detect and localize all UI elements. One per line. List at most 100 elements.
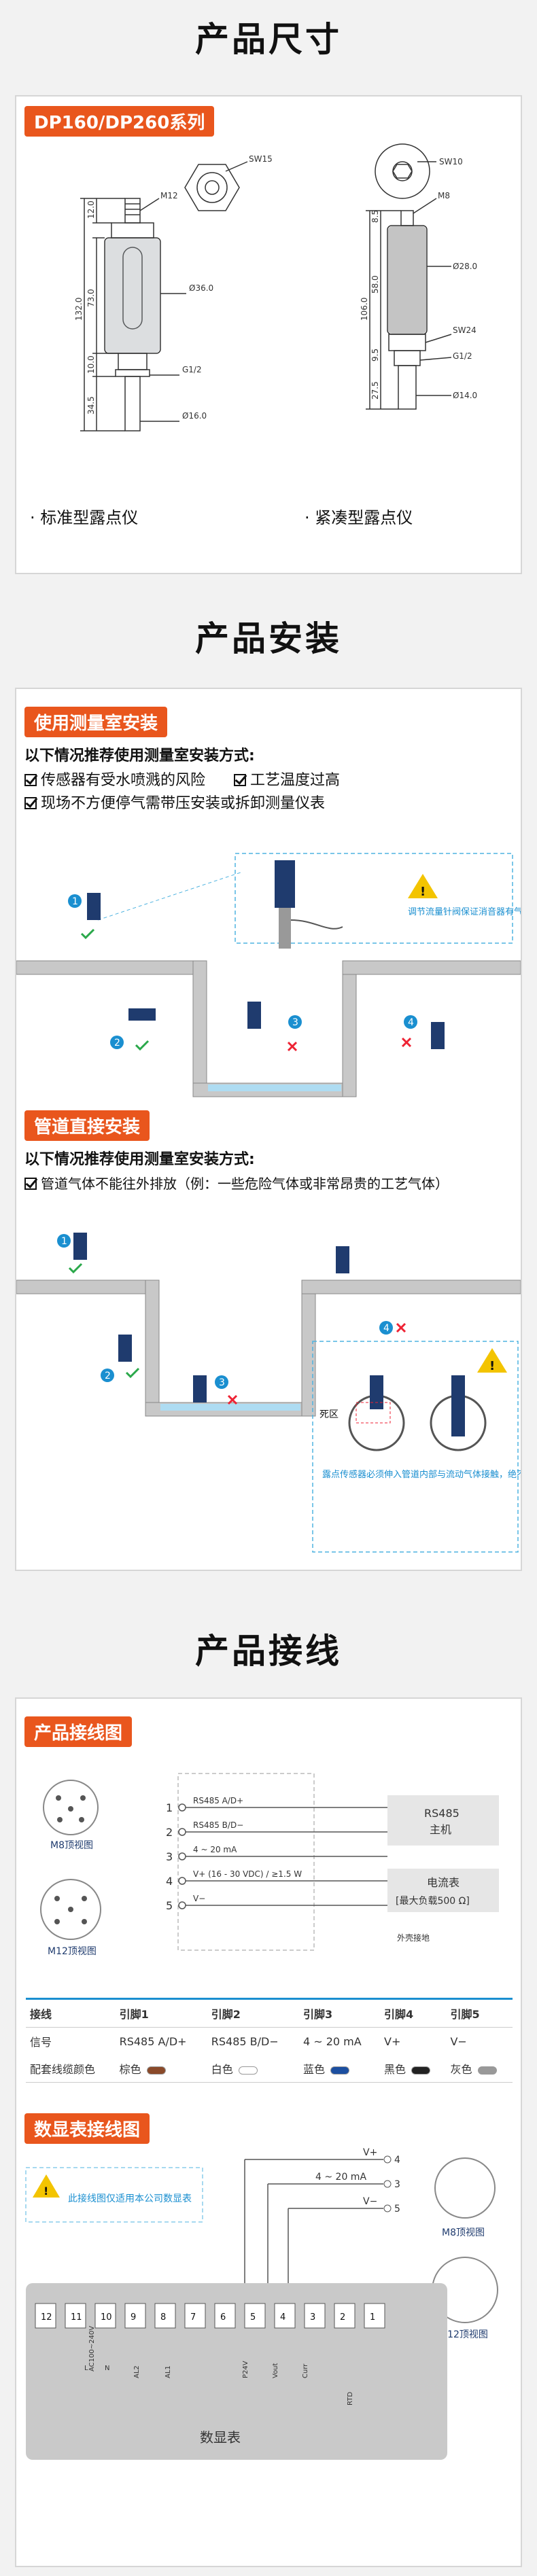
terminal-8 (154, 2303, 176, 2329)
cmp-thread-label: M8 (438, 191, 450, 200)
t-n: N (105, 2365, 109, 2372)
t-l: L (84, 2365, 88, 2372)
box-rs485: RS485 (424, 1807, 460, 1820)
terminal-10 (94, 2303, 116, 2329)
cmp-sw2-label: SW24 (453, 325, 477, 335)
cmp-h2-label: 58.0 (370, 275, 380, 294)
num-p3: 3 (219, 1377, 225, 1388)
num-1: 1 (72, 896, 78, 907)
meter-diagram: ! 此接线图仅适用本公司数显表 V+ 4 ~ 20 mA V− 435 M8顶视… (25, 2147, 498, 2460)
terminal-num-4: 4 (280, 2312, 285, 2323)
sig-2: RS485 B/D− (211, 2034, 279, 2048)
meter-note: 此接线图仅适用本公司数显表 (68, 2193, 192, 2204)
wire-label-3: 4 ~ 20 mA (193, 1845, 237, 1854)
m12-label: M12顶视图 (48, 1946, 97, 1957)
terminal-12 (35, 2303, 56, 2329)
wire-n-4: 4 (166, 1875, 173, 1888)
install-intro-1: 以下情况推荐使用测量室安装方式: (24, 747, 255, 764)
terminal-5 (244, 2303, 266, 2329)
install-card: 使用测量室安装 以下情况推荐使用测量室安装方式: 传感器有受水喷溅的风险 工艺温… (15, 688, 522, 1571)
size-card: DP160/DP260系列 (15, 95, 522, 574)
th-4: 引脚4 (384, 2008, 414, 2021)
wire-n-1: 1 (166, 1801, 173, 1814)
std-d2-label: Ø16.0 (182, 411, 207, 421)
terminal-num-9: 9 (131, 2312, 136, 2323)
cond-1: 传感器有受水喷溅的风险 (24, 768, 205, 790)
ground-label: 外壳接地 (397, 1933, 430, 1943)
num-2: 2 (114, 1038, 120, 1048)
terminal-num-12: 12 (41, 2312, 52, 2323)
terminal-num-7: 7 (190, 2312, 196, 2323)
terminal-4 (274, 2303, 296, 2329)
section-title-wiring: 产品接线 (195, 1631, 342, 1671)
wire-n-5: 5 (166, 1899, 173, 1912)
cmp-sw-label: SW10 (439, 157, 463, 166)
cmp-d2-label: Ø14.0 (453, 391, 477, 400)
svg-text:5: 5 (394, 2204, 400, 2215)
color-dot-3 (330, 2066, 349, 2075)
terminal-num-5: 5 (250, 2312, 256, 2323)
col-5: 灰色 (450, 2063, 472, 2076)
box-meter: 电流表 (427, 1876, 460, 1889)
terminal-1 (364, 2303, 385, 2329)
num-p1: 1 (61, 1236, 67, 1247)
sig-0: 信号 (30, 2036, 52, 2049)
t-vout: Vout (272, 2363, 279, 2378)
wiring-card: 产品接线图 M8顶视图 M12顶视图 1 2 3 4 5 RS485 A/D+ … (15, 1697, 522, 2567)
num-p2: 2 (105, 1371, 111, 1381)
chamber-note: 调节流量针阀保证消音器有气体排出 (408, 906, 521, 917)
section-title-size: 产品尺寸 (195, 20, 342, 59)
col-0: 配套线缆颜色 (30, 2063, 96, 2076)
terminal-11 (65, 2303, 86, 2329)
terminal-3 (304, 2303, 326, 2329)
std-sw-label: SW15 (249, 154, 273, 164)
t-p24: P24V (242, 2361, 249, 2378)
dimension-drawing: SW15 M12 Ø36.0 G1/2 Ø16.0 132.0 12.0 73.… (74, 143, 477, 431)
wire-label-2: RS485 B/D− (193, 1820, 243, 1830)
color-dot-1 (146, 2066, 166, 2075)
col-4: 黑色 (384, 2063, 406, 2076)
deadzone-label: 死区 (319, 1409, 339, 1420)
meter-vplus: V+ (363, 2147, 377, 2158)
cmp-caption: · 紧凑型露点仪 (305, 508, 413, 527)
install-tag-chamber: 使用测量室安装 (24, 707, 168, 737)
th-1: 引脚1 (119, 2008, 149, 2021)
t-al1: AL1 (164, 2365, 172, 2378)
install-pipe-diagram: 1 2 3 4 死区 ! 露点传感器必须伸入管道内部与流动气体接触，绝不可形成死… (16, 1233, 521, 1553)
m8-label: M8顶视图 (50, 1840, 93, 1851)
th-0: 接线 (30, 2008, 52, 2021)
wire-n-2: 2 (166, 1826, 173, 1839)
terminal-num-6: 6 (220, 2312, 226, 2323)
std-h4-label: 34.5 (86, 396, 96, 414)
install-intro-2: 以下情况推荐使用测量室安装方式: (24, 1151, 255, 1168)
terminal-num-10: 10 (101, 2312, 112, 2323)
terminal-7 (184, 2303, 206, 2329)
wire-label-4: V+ (16 - 30 VDC) / ≥1.5 W (193, 1869, 302, 1879)
std-g-label: G1/2 (182, 365, 202, 374)
wiring-tag: 产品接线图 (24, 1716, 133, 1747)
box-load: [最大负载500 Ω] (396, 1896, 470, 1907)
cmp-h3-label: 9.5 (370, 349, 380, 361)
th-3: 引脚3 (302, 2008, 333, 2021)
cmp-d1-label: Ø28.0 (453, 262, 477, 271)
wiring-diagram: M8顶视图 M12顶视图 1 2 3 4 5 RS485 A/D+ RS485 … (40, 1773, 499, 1957)
m12-label-2: M12顶视图 (439, 2329, 488, 2340)
std-d1-label: Ø36.0 (189, 283, 213, 293)
meter-label: 数显表 (200, 2429, 241, 2446)
svg-text:!: ! (420, 885, 426, 899)
cond-2: 工艺温度过高 (234, 768, 340, 790)
m8-label-2: M8顶视图 (442, 2227, 485, 2238)
svg-text:!: ! (489, 1359, 495, 1373)
terminal-num-1: 1 (370, 2312, 375, 2323)
terminal-6 (214, 2303, 236, 2329)
install-chamber-diagram: ! 调节流量针阀保证消音器有气体排出 1 2 3 4 (16, 853, 521, 1097)
sig-4: V+ (384, 2034, 401, 2048)
install-tag-pipe: 管道直接安装 (24, 1110, 150, 1141)
meter-tag: 数显表接线图 (24, 2113, 150, 2144)
meter-ma: 4 ~ 20 mA (315, 2172, 366, 2183)
color-dot-5 (477, 2066, 497, 2075)
cmp-h1-label: 8.5 (370, 210, 380, 223)
wire-label-1: RS485 A/D+ (193, 1796, 243, 1805)
terminal-num-3: 3 (310, 2312, 315, 2323)
terminal-2 (334, 2303, 356, 2329)
